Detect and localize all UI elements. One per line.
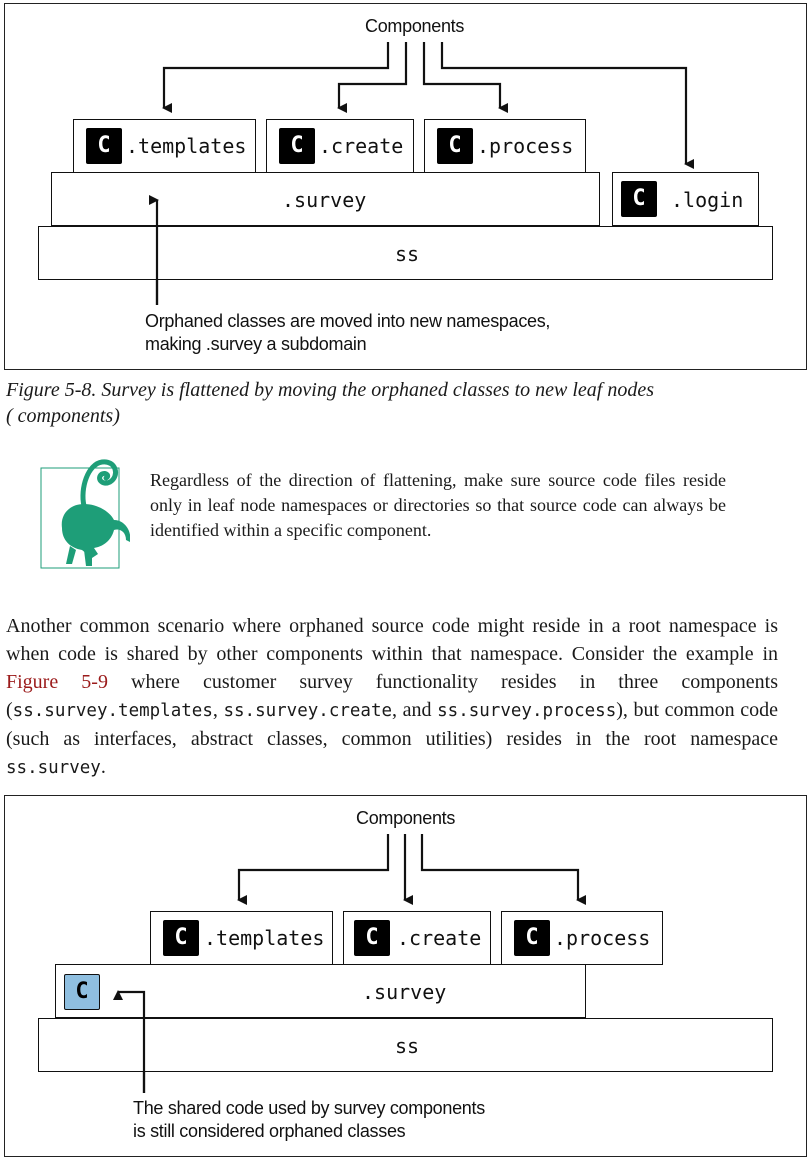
class-icon: C xyxy=(437,128,473,164)
fig1-component-templates: C .templates xyxy=(73,119,256,173)
arrow-to-templates xyxy=(162,42,390,113)
class-icon: C xyxy=(354,920,390,956)
component-name: .process xyxy=(477,134,574,158)
class-icon: C xyxy=(86,128,122,164)
fig1-component-create: C .create xyxy=(266,119,414,173)
shared-class-icon: C xyxy=(64,974,100,1010)
fig2-root-namespace: ss xyxy=(38,1018,773,1072)
fig2-component-process: C .process xyxy=(501,911,663,965)
paragraph-text: , xyxy=(212,699,224,721)
component-name: .create xyxy=(319,134,404,158)
component-name: .templates xyxy=(126,134,247,158)
figure-5-9-frame xyxy=(4,795,807,1157)
paragraph-text: . xyxy=(100,756,106,778)
component-name: .create xyxy=(397,926,482,950)
inline-code: ss.survey xyxy=(6,758,101,778)
paragraph-text: where customer survey functionality resi… xyxy=(6,671,778,721)
paragraph-text: Another common scenario where orphaned s… xyxy=(6,615,778,665)
fig1-root-namespace: ss xyxy=(38,226,773,280)
component-name: .process xyxy=(554,926,651,950)
arrow-to-create xyxy=(337,42,408,113)
tip-text: Regardless of the direction of flattenin… xyxy=(150,470,726,540)
fig1-components-title: Components xyxy=(365,16,465,36)
fig2-components-title: Components xyxy=(356,808,456,828)
body-paragraph: Another common scenario where orphaned s… xyxy=(6,612,778,782)
namespace-name: .survey xyxy=(282,188,367,212)
arrow2-to-templates xyxy=(237,834,390,905)
fig2-annotation-line2: is still considered orphaned classes xyxy=(133,1121,406,1141)
fig1-annotation-line1: Orphaned classes are moved into new name… xyxy=(145,311,551,331)
namespace-name: .survey xyxy=(362,980,447,1004)
figure-5-8-caption: Figure 5-8. Survey is flattened by movin… xyxy=(6,377,654,429)
fig1-component-process: C .process xyxy=(424,119,586,173)
arrow-to-process xyxy=(422,42,508,113)
lemur-icon xyxy=(40,458,130,570)
component-name: .templates xyxy=(204,926,325,950)
figure-5-9-link[interactable]: Figure 5-9 xyxy=(6,671,108,693)
namespace-name: ss xyxy=(395,242,420,266)
arrow-to-login xyxy=(440,42,694,169)
fig1-survey-namespace: .survey xyxy=(51,172,600,226)
figure-5-8-frame xyxy=(4,3,807,370)
namespace-name: ss xyxy=(395,1034,420,1058)
class-icon: C xyxy=(621,181,657,217)
paragraph-text: ), but common code (such as interfaces, … xyxy=(6,699,779,750)
component-name: .login xyxy=(671,188,744,212)
inline-code: ss.survey.templates xyxy=(12,701,213,721)
fig2-component-templates: C .templates xyxy=(150,911,333,965)
caption-line: ( components) xyxy=(6,405,120,427)
class-icon: C xyxy=(163,920,199,956)
fig1-annotation-line2: making .survey a subdomain xyxy=(145,334,367,354)
caption-line: Figure 5-8. Survey is flattened by movin… xyxy=(6,379,655,401)
fig2-component-create: C .create xyxy=(343,911,491,965)
paragraph-text: , and xyxy=(392,699,438,721)
inline-code: ss.survey.create xyxy=(223,701,393,721)
fig2-survey-namespace: C .survey xyxy=(55,964,586,1018)
fig1-component-login: C .login xyxy=(612,172,759,226)
inline-code: ss.survey.process xyxy=(437,701,617,721)
fig2-annotation-line1: The shared code used by survey component… xyxy=(133,1098,485,1118)
class-icon: C xyxy=(279,128,315,164)
class-icon: C xyxy=(514,920,550,956)
arrow2-to-process xyxy=(420,834,586,905)
